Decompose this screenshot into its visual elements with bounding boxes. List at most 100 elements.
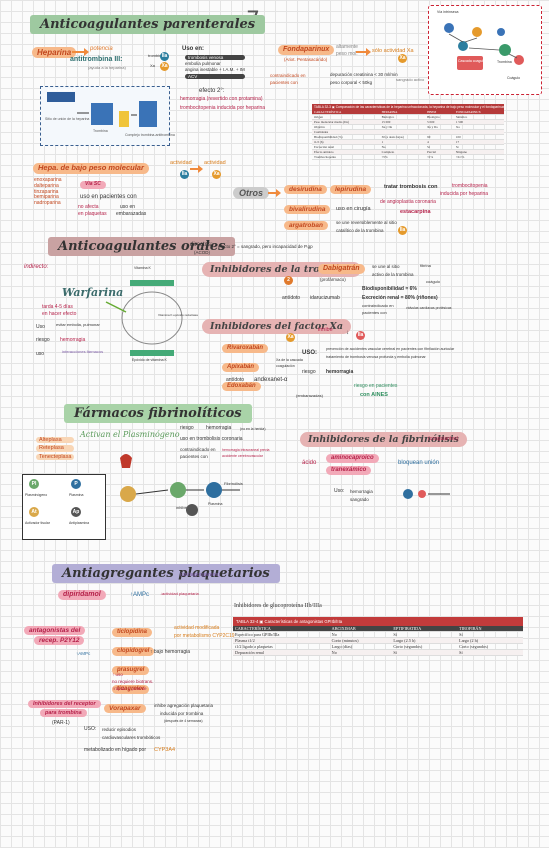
- activan-label: Activan el Plasminógeno: [80, 430, 180, 439]
- p2y12-label-1: antagonistas del: [24, 626, 86, 636]
- fib-node: [186, 504, 198, 516]
- inh-trombina-badge: 2: [284, 276, 293, 285]
- table-cell: No: [329, 649, 392, 656]
- inh-xa-label: Inhibidores del factor Xa: [202, 319, 351, 334]
- table-cell: Sintético: [453, 114, 504, 120]
- section-title-orales: Anticoagulantes orales: [48, 237, 236, 256]
- vitk-node: [130, 280, 174, 286]
- xa-uso-label: USO:: [302, 350, 317, 356]
- riesgo-xa: riesgo: [302, 369, 316, 375]
- table-cell: Corto (minutos): [329, 637, 392, 644]
- argatroban-label: argatroban: [284, 221, 328, 231]
- fibrinolitico-item: Reteplasa: [36, 445, 75, 452]
- table-cell: Sí: [453, 144, 504, 150]
- otros-tratar: tratar trombosis con: [384, 184, 438, 190]
- par-uso3: cardiovasculares trombóticos: [102, 735, 161, 740]
- table-row: Trombocitopenia<5%<1%<0.1%: [312, 154, 504, 160]
- fondaparinux-label: Fondaparinux: [278, 45, 335, 56]
- diagram-title: Antitrombina III: [47, 87, 77, 92]
- p2y12-list: ticlopidina clopidogrel prasugrel ticagr…: [112, 620, 155, 695]
- vora-text: inhibe agregación plaquetaria: [154, 703, 214, 708]
- riesgo-xa3: (embarazadas): [296, 393, 323, 398]
- uso-fib2: hemorragia: [350, 489, 373, 494]
- table-cell: t1/2 (h): [312, 139, 380, 145]
- antidoto2-val: andexanet-α: [254, 377, 288, 383]
- uso-item: trombosis venosa: [185, 55, 245, 61]
- table1-caption: TABLA 32-3 ▣ Comparación de las caracter…: [312, 104, 504, 110]
- hbpm-via: Vía SC: [80, 181, 106, 189]
- dabig-contra2: pacientes con: [362, 310, 387, 315]
- fib-arrows: [135, 489, 204, 495]
- xa-note2: coagulación: [276, 364, 295, 368]
- fib-node: [170, 482, 186, 498]
- fib-contra2: pacientes con: [180, 454, 208, 459]
- p2y12-item: prasugrel: [112, 665, 150, 675]
- hbpm-list: enoxaparina dalteparina tinzaparina bemi…: [34, 177, 62, 207]
- fonda-contra3: depuración creatinina < 30 ml/min: [330, 72, 398, 77]
- fib-inh-svg: [403, 489, 450, 499]
- fib-contra4: accidente cerebrovascular: [222, 454, 263, 458]
- riesgo-xa2: riesgo en pacientes: [354, 383, 398, 389]
- fibrinolysis-svg: [120, 454, 240, 516]
- fibrinolitico-list: Alteplasa Reteplasa Tenecteplasa: [36, 437, 75, 460]
- fib-inh-diagram: [400, 478, 460, 508]
- dipi-effect2: ↓actividad plaquetaria: [160, 591, 199, 596]
- uso-item: ACV: [185, 73, 245, 79]
- xa-list: Rivaroxabán Apixabán Edoxabán: [222, 336, 269, 392]
- vitk-cycle-diagram: Vitamina K Epóxido de vitamina K Vitamin…: [100, 262, 200, 368]
- table-cell: 17: [453, 139, 504, 145]
- table-cell: Ninguno: [453, 149, 504, 155]
- antitrombina-diagram: Antitrombina III Sitio de unión de la he…: [40, 86, 175, 146]
- hbpm-iia-badge: IIa: [180, 170, 189, 179]
- hbpm-uso2: no afecta: [78, 204, 99, 210]
- table-cell: Sí: [391, 631, 458, 638]
- antidoto2: antídoto: [226, 377, 245, 383]
- fonda-contra2: pacientes con: [270, 80, 298, 85]
- table-cell: 5 000: [425, 119, 454, 125]
- legend-label: Plasmina: [69, 493, 84, 497]
- antitrombina-note: (ayuda a la heparina): [88, 65, 126, 70]
- table-cell: Específico para GPIIb/IIIa: [233, 631, 330, 638]
- dipiridamol-label: dipiridamol: [58, 590, 106, 601]
- table-cell: <0.1%: [453, 154, 504, 160]
- table-cell: Biológico: [425, 114, 454, 120]
- legend-antiplasmin-icon: Ap: [71, 507, 81, 517]
- cascade-node: [497, 28, 505, 36]
- section-title-fibrinoliticos: Fármacos fibrinolíticos: [64, 404, 252, 423]
- trombina-badge: IIa: [160, 52, 169, 61]
- xa-item: Rivaroxabán: [222, 344, 269, 353]
- fib-diagram-label: Fibrinólisis: [224, 481, 243, 486]
- par-label-2: para trombina: [40, 709, 87, 718]
- warfarina-label: Warfarina: [62, 286, 124, 299]
- vitk-node: [130, 350, 174, 356]
- bivalirudina-label: bivalirudina: [284, 205, 331, 215]
- p2y12-side2: por metabolismo CYP2C19: [174, 633, 235, 639]
- tranexamico: tranexámico: [326, 466, 372, 475]
- cascade-label: Vía intrínseca: [437, 10, 459, 14]
- fib-contra3: hemorragia intracraneal previa: [222, 448, 270, 452]
- dabig-excr: Excreción renal = 80% (riñones): [362, 295, 438, 301]
- par-metab: metabolizado en hígado por: [84, 747, 146, 753]
- table2: TABLA 32-4 ▣ Características de antagoni…: [233, 617, 523, 656]
- table-cell: Plasma t1/2: [233, 637, 330, 644]
- legend-label: Activador tisular: [25, 521, 50, 525]
- table-row: Biodisponibilidad (%)30 (a dosis bajas)9…: [312, 134, 504, 140]
- table1-grid: CARACTERÍSTICA HEPARINA HBPM FONDAPARINU…: [312, 110, 504, 160]
- table1-header: FONDAPARINUX: [453, 110, 504, 115]
- par-label-1: Inhibidores del receptor: [28, 700, 101, 709]
- diagram-antitrombina-shape: [119, 111, 129, 127]
- hbpm-actividad2: actividad: [204, 160, 226, 166]
- dabig-contra3: válvulas cardiacas protésicas: [406, 306, 452, 310]
- otros-arrow: [268, 189, 281, 197]
- heparina-arrow: [72, 48, 89, 56]
- diagram-note: Sitio de unión de la heparina: [45, 117, 90, 121]
- fonda-xa-badge: Xa: [398, 54, 407, 63]
- hbpm-item: enoxaparina: [34, 177, 62, 183]
- dabigatran-label: Dabigatrán: [318, 264, 365, 275]
- p2y12-note: ↑AMPc: [76, 651, 91, 656]
- legend-label: Plasminógeno: [25, 493, 48, 497]
- vitk-cycle-svg: [105, 280, 183, 356]
- riesgo-xa-val: hemorragia: [326, 369, 354, 375]
- dipi-effect: ↑AMPc: [130, 592, 150, 598]
- p2y12-side1: actividad modificada: [174, 625, 220, 631]
